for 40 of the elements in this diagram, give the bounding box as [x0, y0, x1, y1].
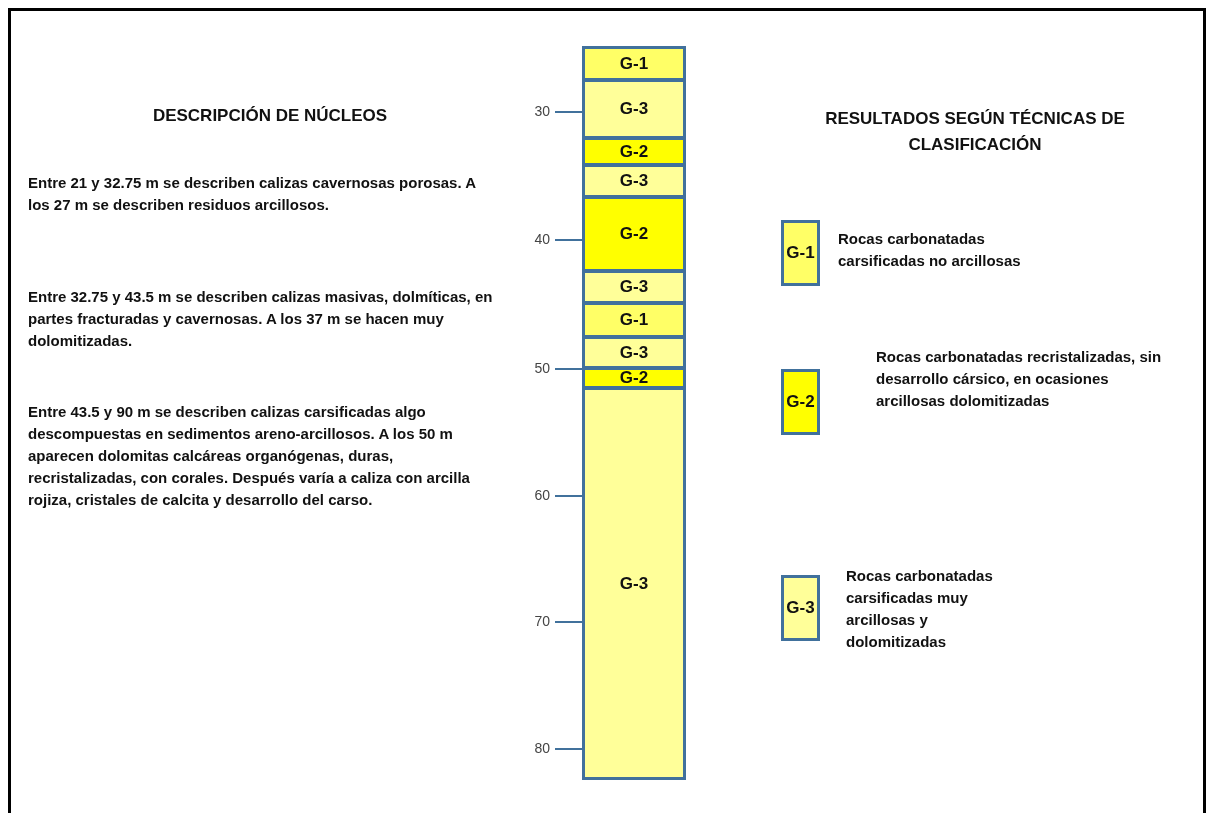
group-label: G-2: [786, 392, 815, 412]
group-label: G-3: [619, 342, 649, 363]
core-segment: [582, 387, 686, 780]
group-label: G-1: [619, 310, 649, 330]
description-paragraph: Entre 43.5 y 90 m se describen calizas carsificadas algo descompuestas en sedimentos areno-arcillosos. A los 50 m aparecen dolomitas calcáreas organógenas, duras, recristalizadas, con corales. Después varía a caliza con arcilla rojiza, cristales de calcita y desarrollo del carso.: [28, 402, 471, 510]
depth-label: 40: [533, 231, 550, 247]
group-label: G-2: [619, 368, 649, 388]
group-label: G-1: [786, 243, 815, 263]
core-segment: [582, 79, 686, 139]
section-heading: DESCRIPCIÓN DE NÚCLEOS: [151, 106, 389, 126]
group-label: G-3: [619, 277, 649, 297]
legend-box: [781, 220, 820, 286]
group-description: Rocas carbonatadas recristalizadas, sin desarrollo cársico, en ocasiones arcillosas dolomitizadas: [876, 347, 1163, 411]
group-description: Rocas carbonatadas carsificadas no arcillosas: [838, 229, 1022, 271]
section-heading: RESULTADOS SEGÚN TÉCNICAS DE CLASIFICACIÓN: [824, 108, 1126, 156]
group-label: G-3: [786, 598, 815, 618]
depth-label: 80: [533, 740, 550, 756]
description-paragraph: Entre 32.75 y 43.5 m se describen calizas masivas, dolmíticas, en partes fracturadas y cavernosas. A los 37 m se hacen muy dolomitizadas.: [28, 287, 494, 351]
core-segment: [582, 336, 686, 369]
group-description: Rocas carbonatadas carsificadas muy arcillosas y dolomitizadas: [846, 566, 994, 652]
core-segment: [582, 164, 686, 198]
depth-label: 50: [533, 360, 550, 376]
group-label: G-1: [619, 53, 649, 74]
legend-box: [781, 369, 820, 435]
core-segment: [582, 196, 686, 272]
depth-label: 60: [533, 487, 550, 503]
group-label: G-2: [619, 224, 649, 244]
group-label: G-3: [619, 573, 649, 594]
description-paragraph: Entre 21 y 32.75 m se describen calizas cavernosas porosas. A los 27 m se describen residuos arcillosos.: [28, 173, 477, 215]
core-segment: [582, 302, 686, 338]
core-segment: [582, 46, 686, 81]
group-label: G-3: [619, 171, 649, 191]
core-segment: [582, 270, 686, 304]
core-segment: [582, 367, 686, 389]
depth-label: 70: [533, 613, 550, 629]
group-label: G-2: [619, 141, 649, 162]
legend-box: [781, 575, 820, 641]
core-segment: [582, 137, 686, 166]
depth-label: 30: [533, 103, 550, 119]
group-label: G-3: [619, 99, 649, 119]
